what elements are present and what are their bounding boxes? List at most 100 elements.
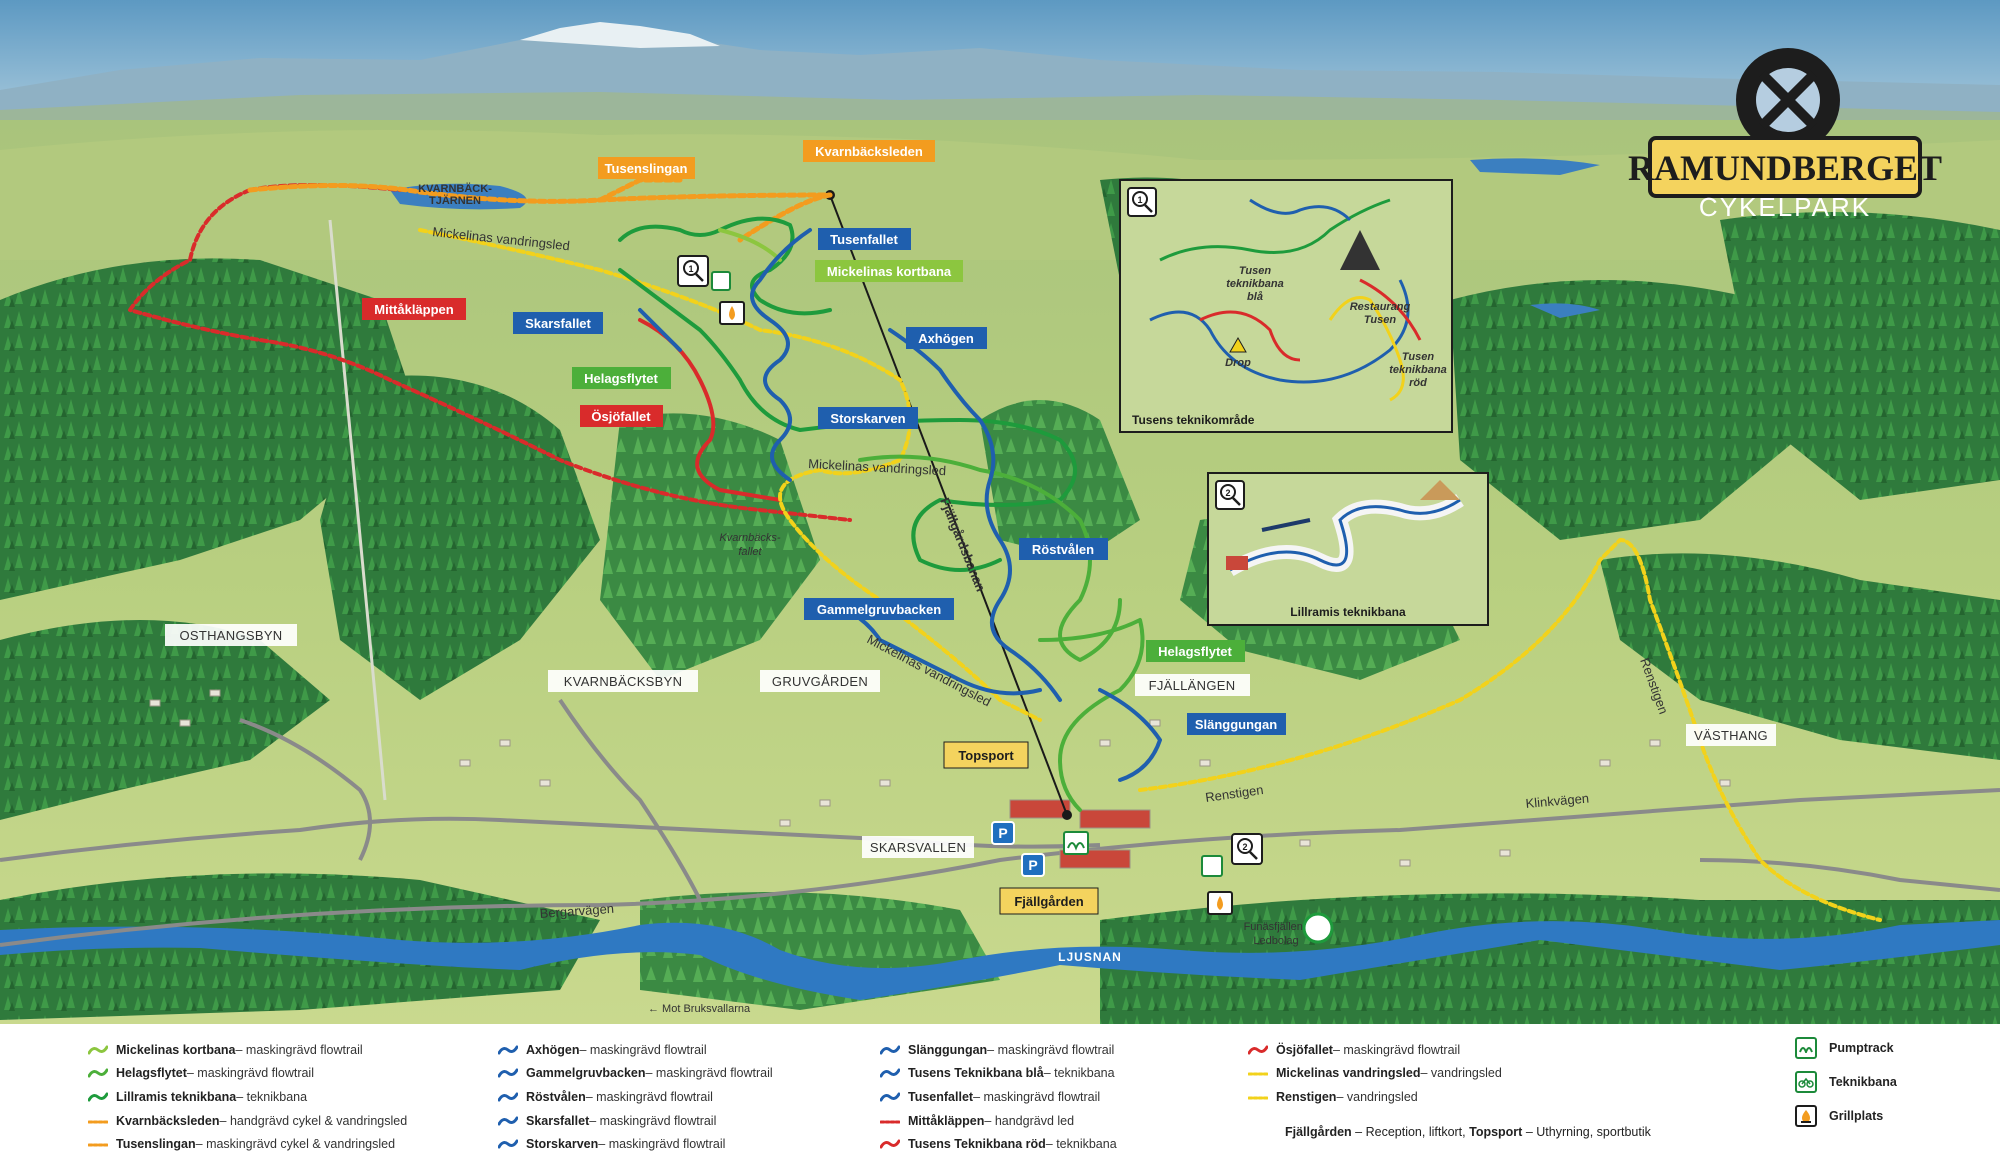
legend-item-desc: – vandringsled [1336,1089,1418,1104]
svg-text:Skarsfallet: Skarsfallet [525,316,591,331]
inset-1-caption: Tusens teknikområde [1132,413,1255,427]
lake-label-1: KVARNBÄCK- [418,182,492,195]
label-kvarnbacksleden: Kvarnbäcksleden [803,140,935,162]
trail-swatch-icon [498,1116,518,1126]
inset-1-restaurant-1: Restaurang [1350,301,1411,313]
text-ledbolag-1: Funäsfjällens [1244,921,1309,933]
label-mickelinas-kortbana: Mickelinas kortbana [815,260,963,282]
svg-text:P: P [998,825,1007,841]
dashed-line-swatch-icon [880,1120,900,1124]
trail-swatch-icon [880,1139,900,1149]
parking-icon-1: P [991,821,1015,845]
legend-item-desc: – handgrävd led [984,1113,1075,1128]
label-rostvalen: Röstvålen [1019,538,1108,560]
inset-1-number: 1 [1137,195,1142,205]
trail-labels: Tusenslingan Kvarnbäcksleden Tusenfallet… [362,140,1286,735]
legend-item-name: Tusenslingan [116,1137,196,1152]
legend-pumptrack: Pumptrack [1795,1034,1894,1062]
legend-item-name: Röstvålen [526,1089,586,1104]
fire-icon [1795,1105,1817,1127]
text-bergarvagen: Bergarvägen [539,901,614,921]
text-kvarnbacksfallet-1: Kvarnbäcks- [719,532,780,544]
legend-item: Axhögen – maskingrävd flowtrail [498,1038,773,1062]
park-logo: RAMUNDBERGET CYKELPARK [1628,48,1942,222]
legend-item-name: Tusenfallet [908,1089,974,1104]
map-markers: 1 2 P P [677,255,1263,915]
logo-title: RAMUNDBERGET [1628,148,1942,188]
dashed-line-swatch-icon [88,1120,108,1124]
legend-item-name: Kvarnbäcksleden [116,1113,220,1128]
place-gruvgarden: GRUVGÅRDEN [760,670,880,692]
legend-item-name: Tusens Teknikbana blå [908,1066,1044,1081]
legend-item: Storskarven – maskingrävd flowtrail [498,1132,773,1156]
svg-text:GRUVGÅRDEN: GRUVGÅRDEN [772,674,868,689]
legend-item: Mickelinas vandringsled – vandringsled [1248,1062,1502,1086]
pumptrack-icon [1795,1037,1817,1059]
legend-item-desc: – teknikbana [236,1089,308,1104]
trails [128,177,1882,922]
label-helagsflytet-2: Helagsflytet [1146,640,1245,662]
legend-item-name: Ösjöfallet [1276,1042,1333,1057]
trail-swatch-icon [498,1045,518,1055]
label-skarsfallet: Skarsfallet [513,312,603,334]
legend-item: Slänggungan – maskingrävd flowtrail [880,1038,1117,1062]
legend-item-name: Gammelgruvbacken [526,1066,646,1081]
svg-text:Topsport: Topsport [958,748,1014,763]
dashed-line-swatch-icon [1248,1096,1268,1100]
legend-item: Helagsflytet – maskingrävd flowtrail [88,1062,407,1086]
text-ledbolag-2: Ledbolag [1253,935,1298,947]
svg-text:1: 1 [688,264,693,274]
inset-1-blue-label-1: Tusen [1239,265,1271,277]
legend-item: Röstvålen – maskingrävd flowtrail [498,1085,773,1109]
svg-text:Axhögen: Axhögen [918,331,974,346]
legend-item: Mickelinas kortbana – maskingrävd flowtr… [88,1038,407,1062]
trail-swatch-icon [880,1092,900,1102]
svg-text:VÄSTHANG: VÄSTHANG [1694,728,1768,743]
dashed-line-swatch-icon [88,1143,108,1147]
inset-1-red-label-3: röd [1409,377,1427,389]
legend-item-desc: – maskingrävd flowtrail [589,1113,717,1128]
text-klinkvagen: Klinkvägen [1525,791,1590,811]
place-topsport: Topsport [943,741,1029,769]
legend-item: Renstigen – vandringsled [1248,1085,1502,1109]
svg-text:Röstvålen: Röstvålen [1032,542,1094,557]
inset-1-red-label-1: Tusen [1402,351,1434,363]
legend-item-desc: – maskingrävd flowtrail [645,1066,773,1081]
svg-text:Tusenfallet: Tusenfallet [830,232,898,247]
trail-swatch-icon [1248,1045,1268,1055]
label-mittaklappen: Mittåkläppen [362,298,466,320]
legend-item-desc: – maskingrävd flowtrail [585,1089,713,1104]
svg-text:Slänggungan: Slänggungan [1195,717,1277,732]
place-kvarnbacksbyn: KVARNBÄCKSBYN [548,670,698,692]
place-labels: OSTHANGSBYN KVARNBÄCKSBYN GRUVGÅRDEN FJÄ… [165,182,1776,964]
svg-text:KVARNBÄCKSBYN: KVARNBÄCKSBYN [564,674,683,689]
svg-text:P: P [1028,857,1037,873]
legend-item-name: Slänggungan [908,1042,988,1057]
legend-item-name: Mickelinas kortbana [116,1042,236,1057]
legend-teknikbana: Teknikbana [1795,1068,1897,1096]
lake-label-2: TJÄRNEN [429,194,481,207]
svg-text:Mittåkläppen: Mittåkläppen [374,302,454,317]
legend-item-desc: – maskingrävd flowtrail [1332,1042,1461,1057]
svg-text:Helagsflytet: Helagsflytet [1158,644,1232,659]
legend-item: Ösjöfallet – maskingrävd flowtrail [1248,1038,1502,1062]
svg-text:Helagsflytet: Helagsflytet [584,371,658,386]
footer-fjallgarden: Fjällgården [1285,1125,1352,1139]
marker-bike-icon [711,271,731,291]
inset-lillramis-teknikbana: 2 Lillramis teknikbana [1207,472,1489,626]
footer-fjallgarden-desc: – Reception, liftkort, [1351,1125,1470,1139]
legend-item: Tusens Teknikbana röd – teknikbana [880,1132,1117,1156]
legend-item: Lillramis teknikbana – teknikbana [88,1085,407,1109]
legend-item-name: Mickelinas vandringsled [1276,1066,1421,1081]
trail-swatch-icon [880,1068,900,1078]
svg-text:SKARSVALLEN: SKARSVALLEN [870,840,966,855]
marker-2: 2 [1231,833,1263,865]
trail-swatch-icon [880,1045,900,1055]
legend-pumptrack-label: Pumptrack [1829,1041,1894,1055]
svg-text:Ösjöfallet: Ösjöfallet [591,409,651,424]
inset-1-blue-label-2: teknikbana [1226,278,1283,290]
legend-grillplats: Grillplats [1795,1102,1883,1130]
bike-icon [1795,1071,1817,1093]
legend-item-name: Mittåkläppen [908,1113,985,1128]
legend-item: Tusenfallet – maskingrävd flowtrail [880,1085,1117,1109]
